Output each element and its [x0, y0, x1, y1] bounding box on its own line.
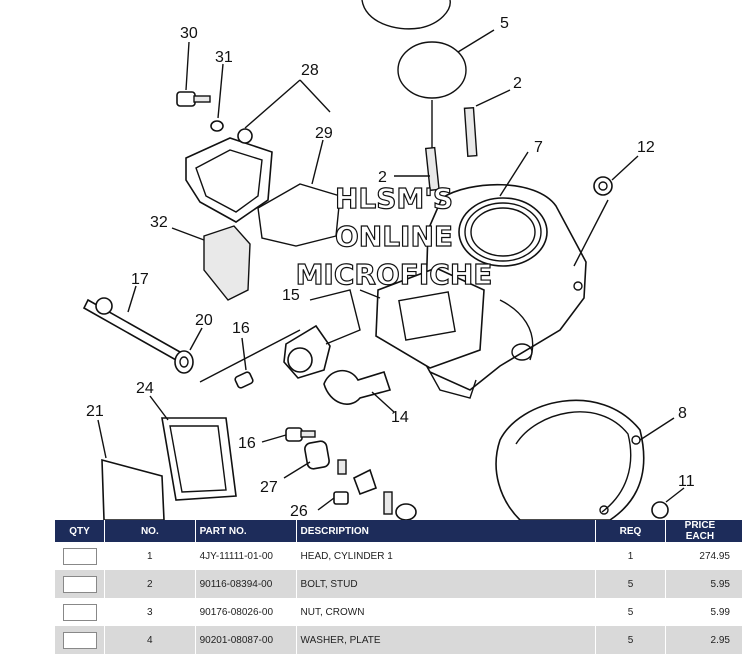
price-cell: 5.99 — [665, 598, 743, 626]
stud-bolt-part — [394, 146, 440, 192]
watermark-line-2: ONLINE — [335, 220, 453, 253]
description-cell: WASHER, PLATE — [296, 626, 597, 654]
callout-number: 8 — [678, 405, 687, 422]
qty-input[interactable] — [62, 575, 97, 593]
gasket-plate-part — [149, 395, 237, 501]
callout-number: 20 — [195, 312, 213, 329]
ref-number-cell: 4 — [104, 626, 196, 654]
bolt-part — [573, 155, 639, 267]
bolt-part — [651, 487, 685, 519]
valve-holder-part — [199, 289, 361, 383]
price-cell: 2.95 — [665, 626, 743, 654]
part-number-cell: 4JY-11111-01-00 — [195, 542, 297, 570]
bolt-part — [234, 337, 254, 389]
column-header-req: REQ — [595, 520, 666, 542]
qty-cell — [55, 626, 106, 654]
column-header-part-no: PART NO. — [195, 520, 297, 542]
diagram-drawing: HLSM'S ONLINE MICROFICHE 30 31 28 5 2 29… — [82, 0, 695, 520]
required-qty-cell: 1 — [595, 542, 666, 570]
qty-input[interactable] — [62, 631, 97, 649]
part-number-cell: 90201-08087-00 — [195, 626, 297, 654]
ref-number-cell: 3 — [104, 598, 196, 626]
column-header-price: PRICE EACH — [665, 520, 743, 542]
collar-part — [283, 440, 330, 479]
callout-number: 11 — [678, 473, 695, 490]
watermark-line-1: HLSM'S — [335, 182, 453, 215]
qty-input[interactable] — [62, 603, 97, 621]
callout-number: 21 — [86, 403, 104, 420]
ref-number-cell: 2 — [104, 570, 196, 598]
part-number-cell: 90116-08394-00 — [195, 570, 297, 598]
callout-number: 2 — [378, 169, 387, 186]
base-gasket-part — [495, 399, 675, 520]
bolt-part — [176, 41, 211, 107]
callout-number: 16 — [238, 435, 256, 452]
callout-number: 28 — [301, 62, 319, 79]
callout-number: 5 — [500, 15, 509, 32]
table-row: 2 90116-08394-00 BOLT, STUD 5 5.95 — [55, 570, 743, 598]
cover-plate-part — [97, 419, 165, 520]
washer-part — [210, 63, 224, 132]
callout-number: 30 — [180, 25, 198, 42]
callout-number: 7 — [534, 139, 543, 156]
qty-cell — [55, 542, 106, 570]
callout-number: 31 — [215, 49, 233, 66]
callout-number: 12 — [637, 139, 655, 156]
callout-number: 16 — [232, 320, 250, 337]
exploded-parts-diagram: HLSM'S ONLINE MICROFICHE 30 31 28 5 2 29… — [82, 0, 695, 520]
ref-number-cell: 1 — [104, 542, 196, 570]
reed-stopper-part — [171, 225, 251, 301]
required-qty-cell: 5 — [595, 598, 666, 626]
column-header-no: NO. — [104, 520, 196, 542]
qty-cell — [55, 570, 106, 598]
column-header-description: DESCRIPTION — [296, 520, 597, 542]
part-number-cell: 90176-08026-00 — [195, 598, 297, 626]
qty-cell — [55, 598, 106, 626]
bolt-part — [261, 427, 316, 443]
gasket-top-part — [361, 0, 451, 30]
shaft-part — [82, 285, 182, 362]
required-qty-cell: 5 — [595, 626, 666, 654]
parts-table: QTY NO. PART NO. DESCRIPTION REQ PRICE E… — [55, 520, 743, 654]
description-cell: NUT, CROWN — [296, 598, 597, 626]
qty-input[interactable] — [62, 547, 97, 565]
callout-number: 14 — [391, 409, 409, 426]
oil-seal-part — [174, 327, 203, 374]
watermark-line-3: MICROFICHE — [296, 258, 493, 291]
callout-number: 2 — [513, 75, 522, 92]
callout-number: 17 — [131, 271, 149, 288]
cover-part — [185, 79, 331, 223]
callout-number: 26 — [290, 503, 308, 520]
price-cell: 5.95 — [665, 570, 743, 598]
reed-valve-part — [375, 267, 485, 369]
required-qty-cell: 5 — [595, 570, 666, 598]
exhaust-valve-part — [323, 369, 395, 413]
table-header-row: QTY NO. PART NO. DESCRIPTION REQ PRICE E… — [55, 520, 743, 542]
o-ring-part — [397, 41, 467, 99]
table-row: 4 90201-08087-00 WASHER, PLATE 5 2.95 — [55, 626, 743, 654]
table-row: 3 90176-08026-00 NUT, CROWN 5 5.99 — [55, 598, 743, 626]
description-cell: BOLT, STUD — [296, 570, 597, 598]
stud-bolt-part — [463, 89, 511, 157]
table-row: 1 4JY-11111-01-00 HEAD, CYLINDER 1 1 274… — [55, 542, 743, 570]
callout-number: 24 — [136, 380, 154, 397]
callout-number: 29 — [315, 125, 333, 142]
column-header-qty: QTY — [55, 520, 106, 542]
callout-number: 15 — [282, 287, 300, 304]
callout-number: 27 — [260, 479, 278, 496]
fitting-part — [317, 459, 417, 520]
description-cell: HEAD, CYLINDER 1 — [296, 542, 597, 570]
callout-number: 32 — [150, 214, 168, 231]
gasket-part — [257, 139, 341, 247]
price-cell: 274.95 — [665, 542, 743, 570]
